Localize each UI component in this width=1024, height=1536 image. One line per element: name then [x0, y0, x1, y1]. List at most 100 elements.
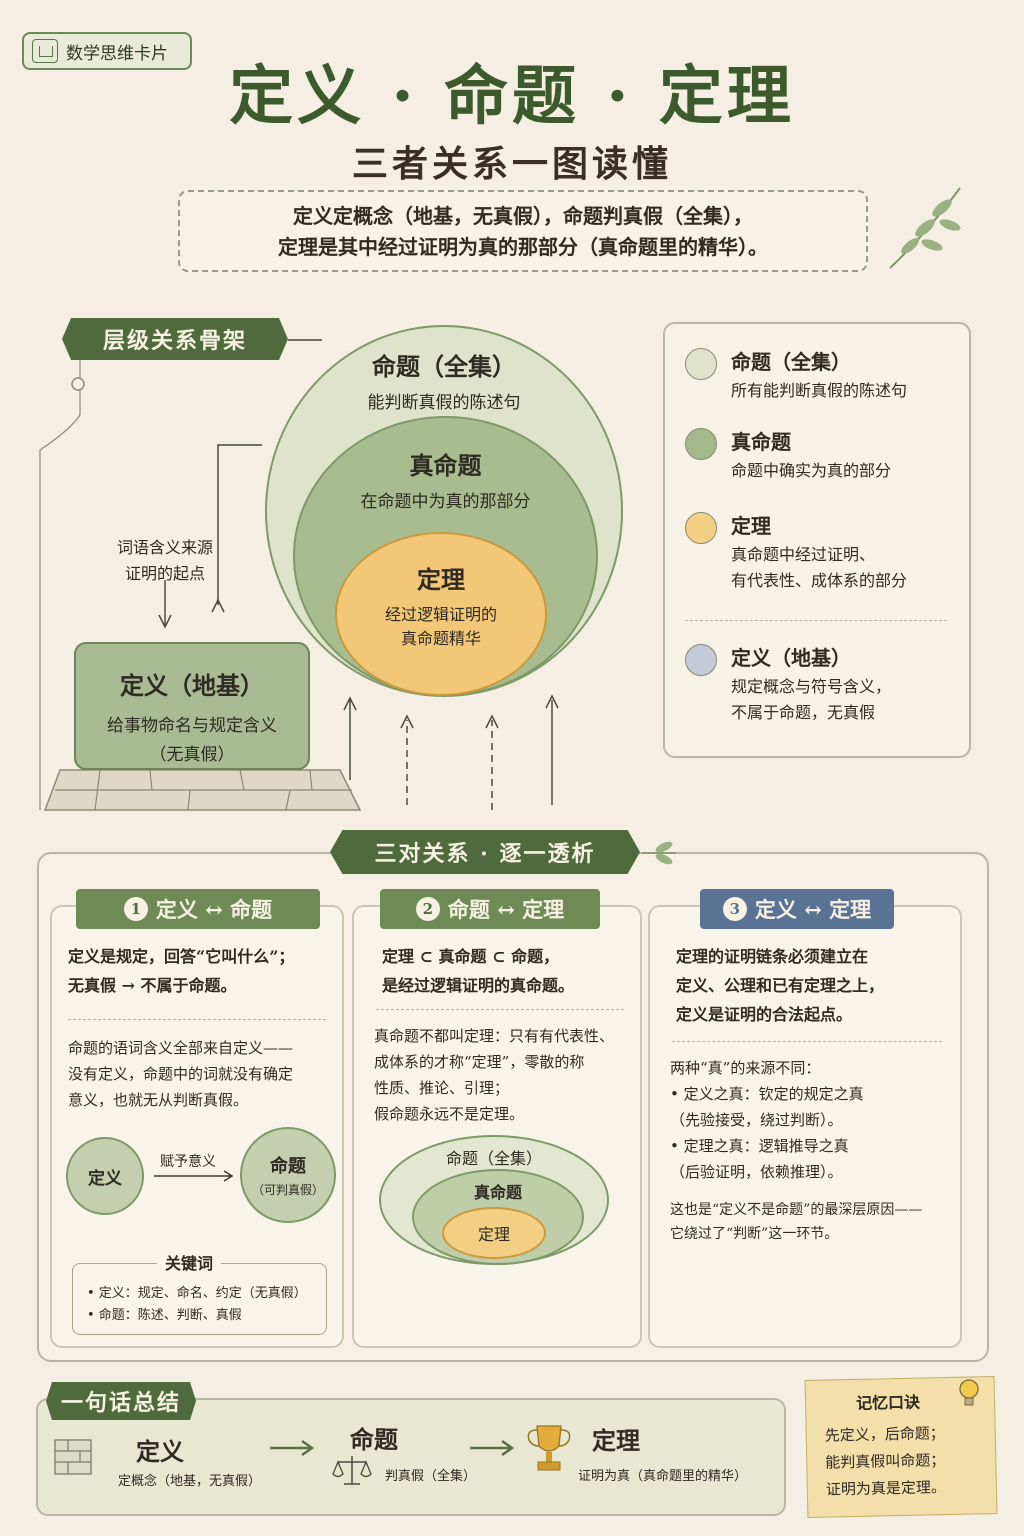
panel-1-text-3: 意义，也就无从判断真假。: [68, 1091, 249, 1109]
legend-desc: 所有能判断真假的陈述句: [731, 381, 908, 400]
summary-definition-title: 定义: [136, 1437, 184, 1466]
keyword-line-1: • 定义：规定、命名、约定（无真假）: [87, 1286, 307, 1301]
summary-box: 定义定概念（地基，无真假），命题判真假（全集）， 定理是其中经过证明为真的那部分…: [178, 190, 868, 272]
legend-swatch: [685, 428, 717, 460]
summary-theorem-title: 定理: [592, 1426, 640, 1455]
memory-lines: 先定义，后命题； 能判真假叫命题； 证明为真是定理。: [824, 1420, 946, 1503]
leaf-sprig-icon: [889, 187, 961, 269]
proposition-desc: 能判断真假的陈述句: [367, 393, 521, 413]
panel-3-text-5: （后验证明，依赖推理）。: [670, 1163, 843, 1181]
panel-1-text-1: 命题的语词含义全部来自定义——: [68, 1039, 294, 1057]
panel-divider: [376, 1009, 624, 1010]
brick-wall-icon: [54, 1439, 92, 1475]
true-proposition-title: 真命题: [409, 451, 482, 480]
summary-proposition-title: 命题: [350, 1425, 398, 1454]
connector-lines: [39, 339, 559, 810]
definition-desc: 给事物命名与规定含义: [107, 716, 277, 736]
arrow-label: 赋予意义: [160, 1154, 216, 1170]
memory-title: 记忆口诀: [855, 1392, 921, 1413]
panel-3-text-4: • 定理之真：逻辑推导之真: [670, 1137, 849, 1155]
legend-title: 命题（全集）: [731, 350, 851, 374]
side-note: 词语含义来源 证明的起点: [75, 535, 255, 587]
card-tag-label: 数学思维卡片: [66, 43, 168, 64]
mini-theorem-label: 定理: [477, 1225, 510, 1244]
panel-2-text-2: 成体系的才称“定理”，零散的称: [374, 1053, 585, 1071]
leaf-icon: [642, 841, 676, 865]
legend-desc-line: 不属于命题，无真假: [731, 703, 876, 722]
memory-line-1: 先定义，后命题；: [824, 1424, 945, 1445]
card-tag: 数学思维卡片: [22, 32, 192, 70]
proposition-title: 命题（全集）: [372, 352, 516, 381]
panel-head-label: 定义 ↔ 定理: [754, 897, 872, 922]
summary-proposition-desc: 判真假（全集）: [385, 1469, 477, 1484]
panel-2-bold-2: 是经过逻辑证明的真命题。: [382, 976, 575, 995]
page-title: 定义 · 命题 · 定理: [229, 59, 795, 134]
keyword-line-2: • 命题：陈述、判断、真假: [87, 1308, 242, 1323]
panel-number: 3: [722, 897, 747, 921]
legend-title: 定理: [731, 514, 771, 538]
legend-divider: [685, 620, 947, 621]
legend-desc: 规定概念与符号含义， 不属于命题，无真假: [731, 674, 891, 726]
legend-desc: 命题中确实为真的部分: [731, 461, 892, 480]
panel-1-text-2: 没有定义，命题中的词就没有确定: [68, 1065, 294, 1083]
hierarchy-banner: 层级关系骨架: [62, 318, 288, 360]
definition-circle: 定义: [66, 1137, 144, 1215]
panel-3-text-6: 这也是“定义不是命题”的最深层原因——: [670, 1202, 923, 1218]
panel-3-head: 3 定义 ↔ 定理: [700, 889, 894, 929]
scale-icon: [332, 1456, 372, 1485]
theorem-ellipse: 定理 经过逻辑证明的 真命题精华: [335, 532, 547, 696]
arrow-right-icon: [154, 1170, 234, 1182]
panel-2-text-4: 假命题永远不是定理。: [374, 1105, 525, 1123]
definition-note: （无真假）: [149, 745, 235, 765]
panel-1-head: 1 定义 ↔ 命题: [76, 889, 320, 929]
panel-3-bold-3: 定义是证明的合法起点。: [676, 1005, 853, 1024]
panel-definition-proposition: 1 定义 ↔ 命题 定义是规定，回答“它叫什么”； 无真假 → 不属于命题。 命…: [50, 889, 344, 1348]
side-note-1: 词语含义来源: [116, 538, 213, 557]
theorem-desc-2: 真命题精华: [400, 629, 481, 648]
true-proposition-desc: 在命题中为真的那部分: [360, 492, 531, 512]
memory-line-3: 证明为真是定理。: [825, 1478, 947, 1499]
panel-2-bold-1: 定理 ⊂ 真命题 ⊂ 命题，: [382, 947, 560, 966]
keywords-title: 关键词: [157, 1250, 222, 1274]
panel-2-text-1: 真命题不都叫定理：只有有代表性、: [374, 1027, 615, 1045]
theorem-desc-1: 经过逻辑证明的: [384, 605, 497, 624]
panel-1-bold-1: 定义是规定，回答“它叫什么”；: [68, 947, 295, 966]
definition-title: 定义（地基）: [120, 671, 264, 700]
legend-desc-line: 真命题中经过证明、: [731, 545, 876, 564]
arrow-right-icon: [270, 1439, 315, 1457]
legend: 命题（全集） 所有能判断真假的陈述句 真命题 命题中确实为真的部分 定理 真命题…: [663, 322, 971, 758]
panel-3-text-1: 两种“真”的来源不同：: [670, 1059, 821, 1077]
stone-base-icon: [43, 769, 362, 811]
summary-line-1: 定义定概念（地基，无真假），命题判真假（全集），: [293, 204, 753, 228]
panel-3-bold-2: 定义、公理和已有定理之上，: [676, 976, 885, 995]
panel-head-label: 命题 ↔ 定理: [447, 897, 565, 922]
proposition-circle-label: 命题: [270, 1156, 306, 1177]
panel-proposition-theorem: 2 命题 ↔ 定理 定理 ⊂ 真命题 ⊂ 命题， 是经过逻辑证明的真命题。 真命…: [352, 889, 642, 1348]
mini-theorem-ellipse: 定理: [442, 1207, 546, 1259]
mini-proposition-label: 命题（全集）: [445, 1149, 542, 1168]
panel-1-bold-2: 无真假 → 不属于命题。: [68, 976, 237, 995]
summary-theorem-desc: 证明为真（真命题里的精华）: [578, 1469, 748, 1484]
panel-definition-theorem: 3 定义 ↔ 定理 定理的证明链条必须建立在 定义、公理和已有定理之上， 定义是…: [648, 889, 962, 1348]
legend-title: 真命题: [731, 430, 791, 454]
panel-2-head: 2 命题 ↔ 定理: [380, 889, 600, 929]
panel-3-bold-1: 定理的证明链条必须建立在: [676, 947, 869, 966]
panel-3-text-7: 它绕过了“判断”这一环节。: [670, 1226, 839, 1242]
arrow-right-icon: [470, 1439, 515, 1457]
legend-title: 定义（地基）: [731, 646, 851, 670]
proposition-circle-note: （可判真假）: [251, 1183, 324, 1197]
panel-number: 2: [415, 897, 440, 921]
theorem-title: 定理: [417, 565, 465, 594]
definition-box: 定义（地基） 给事物命名与规定含义 （无真假）: [74, 642, 310, 770]
trophy-icon: [527, 1425, 571, 1471]
keywords-box: 关键词 • 定义：规定、命名、约定（无真假） • 命题：陈述、判断、真假: [72, 1250, 327, 1335]
page-subtitle: 三者关系一图读懂: [351, 143, 672, 185]
definition-circle-label: 定义: [88, 1168, 122, 1189]
summary-line-2: 定理是其中经过证明为真的那部分（真命题里的精华）。: [278, 235, 768, 259]
memory-line-2: 能判真假叫命题；: [825, 1451, 946, 1472]
legend-swatch: [685, 348, 717, 380]
side-note-2: 证明的起点: [124, 564, 205, 583]
panel-3-text-2: • 定义之真：钦定的规定之真: [670, 1085, 864, 1103]
summary-banner: 一句话总结: [46, 1382, 196, 1420]
panel-number: 1: [123, 897, 148, 921]
